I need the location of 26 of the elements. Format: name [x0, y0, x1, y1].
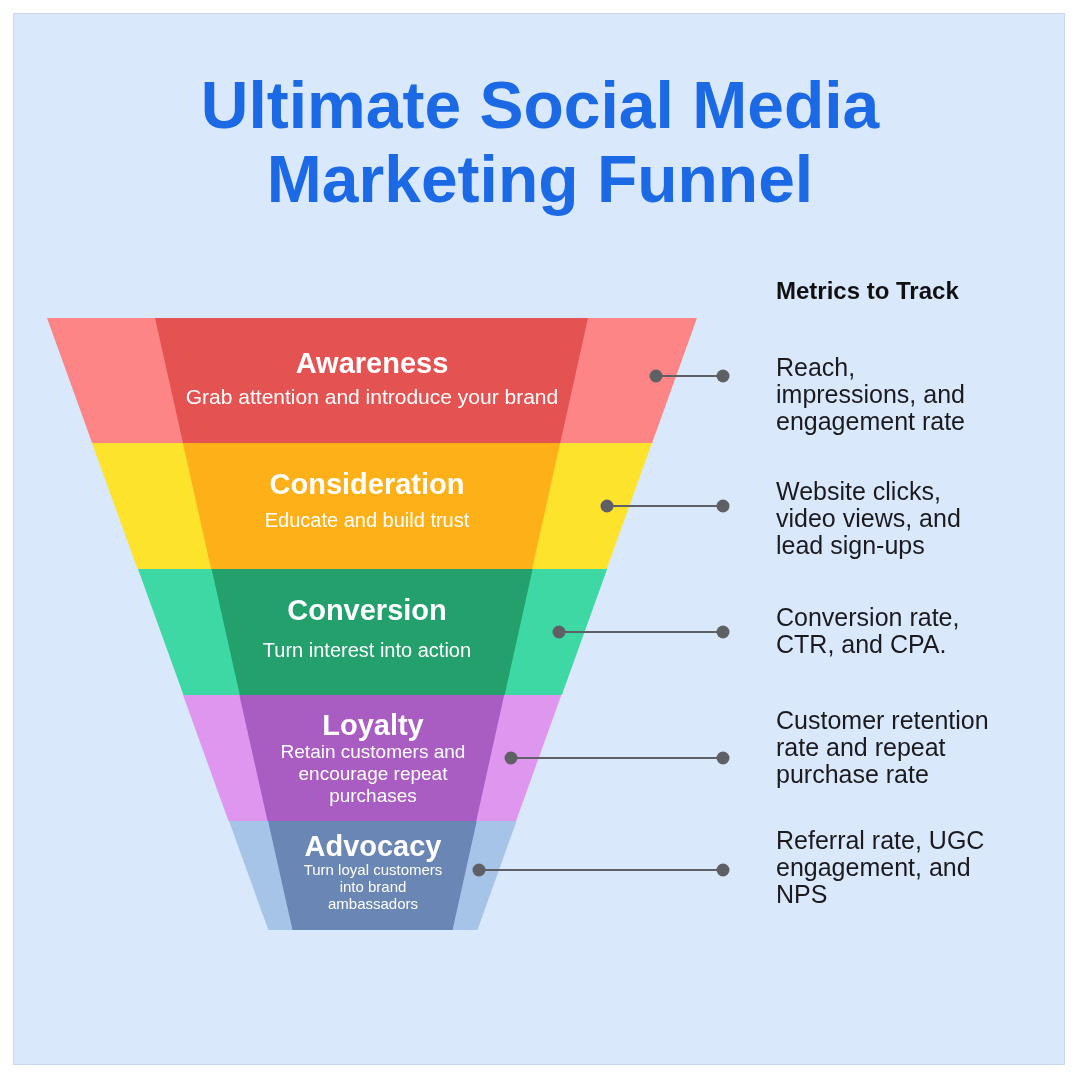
- stage-description: Turn interest into action: [261, 638, 473, 662]
- metric-text: Reach, impressions, and engagement rate: [776, 354, 995, 435]
- funnel-stage: [228, 821, 517, 930]
- leader-line: [649, 369, 730, 383]
- funnel-stage: [183, 695, 562, 821]
- funnel-stage: [47, 318, 697, 443]
- title: Ultimate Social Media Marketing Funnel: [199, 68, 881, 216]
- stage-title: Advocacy: [304, 829, 442, 863]
- metric-text: Customer retention rate and repeat purchase rate: [776, 707, 1001, 788]
- metric-text: Conversion rate, CTR, and CPA.: [776, 604, 995, 658]
- stage-title: Loyalty: [322, 708, 424, 742]
- stage-description: Retain customers and encourage repeat purchases: [279, 741, 467, 807]
- stage-title: Awareness: [295, 346, 449, 380]
- stage-title: Conversion: [287, 593, 447, 627]
- stage-description: Grab attention and introduce your brand: [184, 385, 560, 409]
- stage-description: Educate and build trust: [263, 508, 471, 532]
- leader-line: [504, 751, 730, 765]
- column-heading: Metrics to Track: [776, 277, 959, 305]
- leader-line: [600, 499, 730, 513]
- funnel-stage: [92, 443, 653, 569]
- leader-line: [552, 625, 730, 639]
- stage-title: Consideration: [269, 467, 465, 501]
- metric-text: Referral rate, UGC engagement, and NPS: [776, 827, 995, 908]
- metric-text: Website clicks, video views, and lead sign-ups: [776, 478, 995, 559]
- leader-line: [472, 863, 730, 877]
- stage-description: Turn loyal customers into brand ambassadors: [302, 861, 444, 912]
